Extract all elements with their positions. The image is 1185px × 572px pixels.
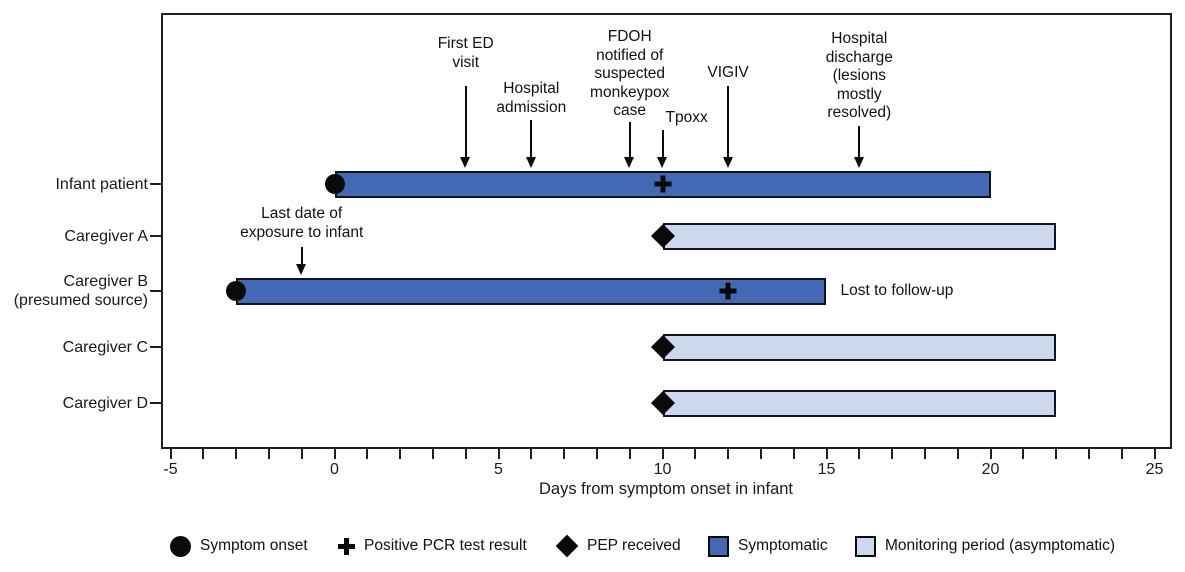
x-axis-tick xyxy=(956,449,959,459)
x-axis-tick xyxy=(661,449,664,459)
x-axis-tick xyxy=(366,449,369,459)
annotation-last-exposure: Last date of exposure to infant xyxy=(240,205,364,241)
x-tick-label: 10 xyxy=(653,461,672,478)
legend-item-symptomatic: Symptomatic xyxy=(708,531,828,561)
positive-pcr-marker xyxy=(719,282,737,300)
legend-label: Monitoring period (asymptomatic) xyxy=(885,537,1116,554)
x-axis-tick xyxy=(1022,449,1025,459)
x-axis-tick xyxy=(891,449,894,459)
annotation-arrow-shaft xyxy=(628,122,631,158)
x-axis-tick xyxy=(530,449,533,459)
annotation-arrow-head xyxy=(624,156,635,168)
row-label-caregiver-b: Caregiver B (presumed source) xyxy=(13,273,148,309)
annotation-hospital-admission: Hospital admission xyxy=(496,80,567,116)
legend-item-positive-pcr: Positive PCR test result xyxy=(338,531,527,561)
legend-item-monitoring: Monitoring period (asymptomatic) xyxy=(855,531,1115,561)
annotation-arrow-shaft xyxy=(464,86,467,158)
x-axis-tick xyxy=(1055,449,1058,459)
annotation-arrow-shaft xyxy=(727,86,730,158)
legend-label: PEP received xyxy=(587,537,681,554)
annotation-arrow-head xyxy=(296,263,307,275)
annotation-arrow-head xyxy=(722,156,733,168)
x-axis-tick xyxy=(792,449,795,459)
row-label-infant-patient: Infant patient xyxy=(55,175,148,193)
x-tick-label: 15 xyxy=(817,461,836,478)
x-axis-tick xyxy=(1120,449,1123,459)
note-lost-to-follow-up: Lost to follow-up xyxy=(840,282,954,299)
x-tick-label: -5 xyxy=(163,461,178,478)
x-tick-label: 0 xyxy=(330,461,339,478)
x-axis-tick xyxy=(497,449,500,459)
bar-segment-monitoring xyxy=(662,389,1057,417)
legend-diamond-icon xyxy=(555,534,579,558)
bar-segment-symptomatic xyxy=(236,277,827,305)
annotation-fdoh-notified: FDOH notified of suspected monkeypox cas… xyxy=(590,28,670,119)
annotation-arrow-shaft xyxy=(530,120,533,158)
x-axis-tick xyxy=(1153,449,1156,459)
x-axis-tick xyxy=(333,449,336,459)
symptom-onset-marker xyxy=(324,174,345,194)
x-axis-tick xyxy=(202,449,205,459)
x-axis-tick xyxy=(858,449,861,459)
x-axis-tick xyxy=(169,449,172,459)
x-axis-tick xyxy=(563,449,566,459)
row-label-caregiver-c: Caregiver C xyxy=(62,338,148,356)
annotation-hospital-discharge: Hospital discharge (lesions mostly resol… xyxy=(825,30,893,121)
legend-label: Symptom onset xyxy=(200,537,308,554)
x-axis-tick xyxy=(759,449,762,459)
x-axis-tick xyxy=(431,449,434,459)
annotation-tpoxx: Tpoxx xyxy=(665,109,708,126)
x-tick-label: 20 xyxy=(981,461,1000,478)
x-axis-tick xyxy=(235,449,238,459)
y-axis-tick xyxy=(150,234,161,238)
y-axis-tick xyxy=(150,345,161,349)
annotation-first-ed-visit: First ED visit xyxy=(437,35,494,71)
annotation-arrow-head xyxy=(657,156,667,168)
x-axis-tick xyxy=(628,449,631,459)
x-axis-tick xyxy=(694,449,697,459)
annotation-arrow-head xyxy=(853,156,864,168)
x-axis-tick xyxy=(464,449,467,459)
annotation-arrow-shaft xyxy=(858,126,861,158)
bar-segment-monitoring xyxy=(662,333,1057,361)
x-axis-tick xyxy=(989,449,992,459)
legend-item-symptom-onset: Symptom onset xyxy=(170,531,308,561)
y-axis-tick xyxy=(150,182,161,186)
bar-segment-symptomatic xyxy=(334,170,991,198)
legend-swatch-icon xyxy=(708,535,729,557)
annotation-vigiv: VIGIV xyxy=(707,64,749,81)
legend-circle-icon xyxy=(170,535,191,557)
x-axis-tick xyxy=(267,449,270,459)
x-axis-tick xyxy=(300,449,303,459)
annotation-arrow-head xyxy=(460,156,471,168)
x-axis-tick xyxy=(923,449,926,459)
x-axis-tick xyxy=(399,449,402,459)
legend-swatch-icon xyxy=(855,535,876,557)
row-label-caregiver-a: Caregiver A xyxy=(64,227,148,245)
row-label-caregiver-d: Caregiver D xyxy=(62,394,148,412)
x-axis-tick xyxy=(1087,449,1090,459)
legend-plus-icon xyxy=(338,537,355,555)
plot-area xyxy=(161,13,1172,449)
y-axis-tick xyxy=(150,289,161,293)
legend-label: Positive PCR test result xyxy=(364,537,527,554)
x-axis-tick xyxy=(595,449,598,459)
x-axis-tick xyxy=(825,449,828,459)
legend-item-pep-received: PEP received xyxy=(555,531,681,561)
x-tick-label: 5 xyxy=(494,461,503,478)
annotation-arrow-head xyxy=(525,156,536,168)
annotation-arrow-shaft xyxy=(300,247,303,265)
x-tick-label: 25 xyxy=(1145,461,1164,478)
annotation-arrow-shaft xyxy=(661,130,664,158)
legend-label: Symptomatic xyxy=(738,537,828,554)
bar-segment-monitoring xyxy=(662,222,1057,250)
positive-pcr-marker xyxy=(654,175,671,193)
symptom-onset-marker xyxy=(226,281,247,301)
x-axis-tick xyxy=(727,449,730,459)
x-axis-title: Days from symptom onset in infant xyxy=(538,480,794,498)
y-axis-tick xyxy=(150,401,161,405)
